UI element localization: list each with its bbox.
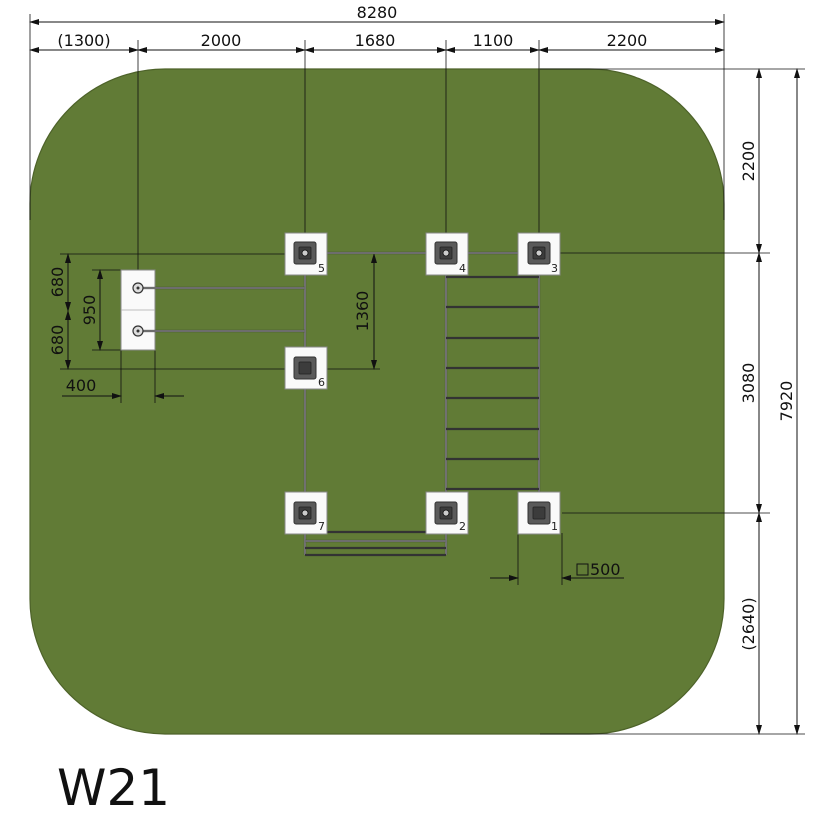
- post-5-number: 5: [318, 262, 325, 275]
- footing-dimension: [490, 533, 624, 585]
- top-segment-1-label: (1300): [57, 31, 110, 50]
- left-950-label: 950: [80, 295, 99, 326]
- right-segment-1-label: 2200: [739, 141, 758, 182]
- post-7-number: 7: [318, 520, 325, 533]
- post-6-number: 6: [318, 376, 325, 389]
- safety-surface-area: [29, 68, 725, 735]
- post-5: 5: [284, 232, 328, 276]
- post-4-number: 4: [459, 262, 466, 275]
- overall-height-label: 7920: [777, 381, 796, 422]
- parallel-bars: [120, 269, 305, 351]
- post-4: 4: [425, 232, 469, 276]
- post-6: 6: [284, 346, 328, 390]
- horizontal-ladder-rungs: [446, 275, 539, 491]
- footing-size-label: 500: [590, 560, 621, 579]
- post-3-number: 3: [551, 262, 558, 275]
- top-segment-4-label: 1100: [473, 31, 514, 50]
- post-2: 2: [425, 491, 469, 535]
- left-680-top-label: 680: [48, 267, 67, 298]
- height-1360-label: 1360: [353, 291, 372, 332]
- top-segment-5-label: 2200: [607, 31, 648, 50]
- drawing-title: W21: [57, 759, 170, 817]
- right-segment-2-label: 3080: [739, 363, 758, 404]
- offset-400-label: 400: [66, 376, 97, 395]
- top-dimension-chain: [29, 14, 725, 290]
- post-3: 3: [517, 232, 561, 276]
- right-segment-3-label: (2640): [739, 597, 758, 650]
- post-2-number: 2: [459, 520, 466, 533]
- square-symbol-icon: [576, 563, 589, 576]
- top-segment-3-label: 1680: [355, 31, 396, 50]
- top-segment-2-label: 2000: [201, 31, 242, 50]
- overall-width-label: 8280: [357, 3, 398, 22]
- bottom-bars: [305, 530, 446, 557]
- left-680-bottom-label: 680: [48, 325, 67, 356]
- post-1-number: 1: [551, 520, 558, 533]
- post-1: 1: [517, 491, 561, 535]
- right-dimension-chain: [540, 68, 805, 735]
- post-7: 7: [284, 491, 328, 535]
